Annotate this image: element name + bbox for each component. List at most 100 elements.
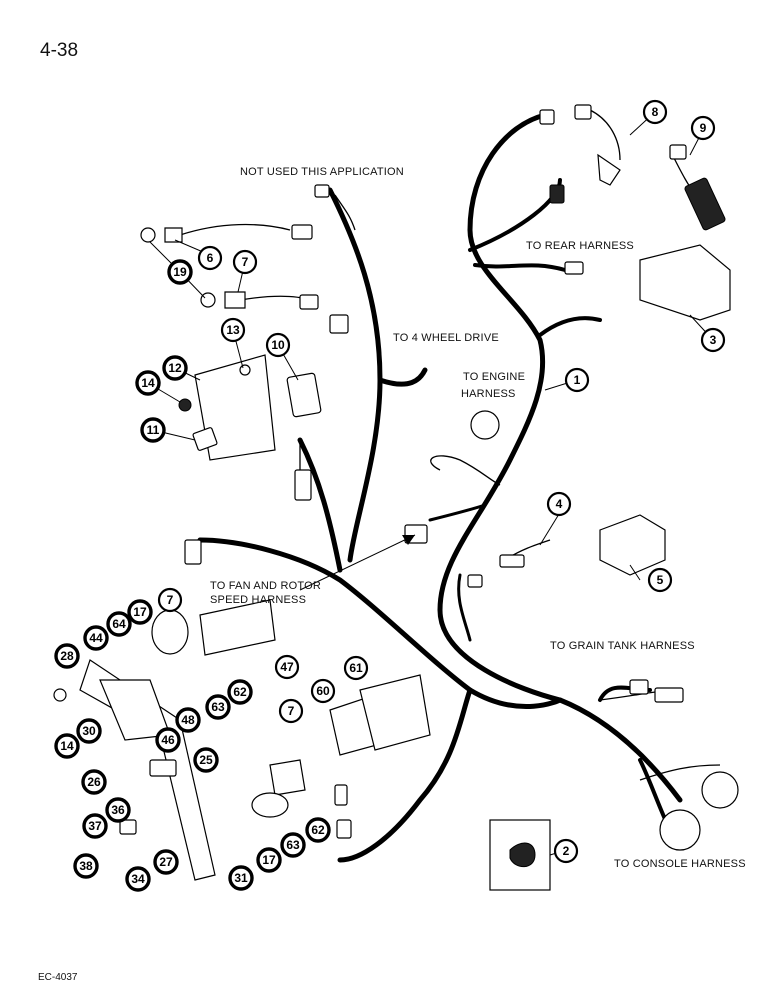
svg-text:44: 44 — [89, 631, 103, 645]
svg-text:2: 2 — [563, 844, 570, 858]
callout-3: 3 — [700, 327, 726, 353]
sensor-9 — [684, 177, 726, 231]
svg-text:7: 7 — [242, 255, 249, 269]
callout-37: 37 — [82, 813, 108, 839]
relay-stack-3 — [639, 244, 731, 321]
svg-text:28: 28 — [60, 649, 74, 663]
rear-connector-b — [574, 104, 592, 120]
svg-text:11: 11 — [147, 423, 160, 437]
callout-10: 10 — [265, 332, 291, 358]
label-to-fan-2: SPEED HARNESS — [210, 594, 307, 606]
callout-34: 34 — [125, 866, 151, 892]
switch-8 — [597, 153, 621, 186]
svg-text:13: 13 — [226, 323, 240, 337]
svg-text:62: 62 — [311, 823, 325, 837]
callout-7a: 7 — [232, 249, 258, 275]
callout-44: 44 — [83, 625, 109, 651]
svg-text:47: 47 — [280, 660, 294, 674]
callout-60: 60 — [310, 678, 336, 704]
plate-47 — [199, 599, 276, 656]
callout-31: 31 — [228, 865, 254, 891]
callout-30: 30 — [76, 718, 102, 744]
unused-connector — [314, 184, 330, 198]
callout-36: 36 — [105, 797, 131, 823]
callout-63b: 63 — [280, 832, 306, 858]
callout-17a: 17 — [127, 599, 153, 625]
rear-connector-a — [539, 109, 555, 125]
svg-text:19: 19 — [173, 265, 187, 279]
label-to-rear: TO REAR HARNESS — [526, 240, 634, 252]
callout-25: 25 — [193, 747, 219, 773]
label-not-used: NOT USED THIS APPLICATION — [240, 166, 404, 178]
svg-text:10: 10 — [271, 338, 285, 352]
callout-17b: 17 — [256, 847, 282, 873]
svg-text:30: 30 — [82, 724, 96, 738]
label-to-grain: TO GRAIN TANK HARNESS — [550, 640, 695, 652]
rear-harness-plug — [564, 261, 584, 275]
callout-62b: 62 — [305, 817, 331, 843]
svg-text:4: 4 — [556, 497, 563, 511]
label-to-console: TO CONSOLE HARNESS — [614, 858, 746, 870]
plate-61 — [359, 674, 431, 751]
callout-11: 11 — [140, 417, 166, 443]
svg-text:8: 8 — [652, 105, 659, 119]
svg-text:34: 34 — [131, 872, 145, 886]
grain-plug-b — [654, 687, 684, 703]
svg-text:61: 61 — [349, 661, 363, 675]
label-to-engine-1: TO ENGINE — [463, 371, 526, 383]
svg-text:27: 27 — [159, 855, 173, 869]
connector-4 — [499, 554, 525, 568]
svg-text:37: 37 — [88, 819, 102, 833]
svg-text:7: 7 — [167, 593, 174, 607]
callout-2: 2 — [553, 838, 579, 864]
page-number: 4-38 — [40, 40, 79, 61]
label-to-4wd: TO 4 WHEEL DRIVE — [393, 332, 499, 344]
callout-28: 28 — [54, 643, 80, 669]
callout-4: 4 — [546, 491, 572, 517]
svg-text:1: 1 — [574, 373, 581, 387]
svg-text:17: 17 — [262, 853, 276, 867]
engine-connector — [470, 410, 500, 440]
console-connector-a — [701, 771, 739, 809]
callout-46: 46 — [155, 727, 181, 753]
svg-text:63: 63 — [286, 838, 300, 852]
callout-38: 38 — [73, 853, 99, 879]
callout-48: 48 — [175, 707, 201, 733]
svg-text:6: 6 — [207, 251, 214, 265]
svg-text:5: 5 — [657, 573, 664, 587]
svg-text:38: 38 — [79, 859, 93, 873]
callout-7b: 7 — [157, 587, 183, 613]
callout-27: 27 — [153, 849, 179, 875]
callout-64: 64 — [106, 611, 132, 637]
callout-26: 26 — [81, 769, 107, 795]
svg-text:14: 14 — [60, 739, 74, 753]
svg-text:3: 3 — [710, 333, 717, 347]
callout-8: 8 — [642, 99, 668, 125]
callout-61: 61 — [343, 655, 369, 681]
svg-text:26: 26 — [87, 775, 101, 789]
svg-text:12: 12 — [168, 361, 182, 375]
callout-62a: 62 — [227, 679, 253, 705]
svg-text:7: 7 — [288, 704, 295, 718]
svg-text:31: 31 — [234, 871, 248, 885]
console-connector-b — [659, 809, 701, 851]
callout-14a: 14 — [135, 370, 161, 396]
svg-text:9: 9 — [700, 121, 707, 135]
grain-junction — [467, 574, 483, 588]
svg-text:48: 48 — [181, 713, 195, 727]
svg-text:17: 17 — [133, 605, 147, 619]
callout-1: 1 — [564, 367, 590, 393]
callout-14b: 14 — [54, 733, 80, 759]
svg-text:14: 14 — [141, 376, 155, 390]
svg-text:64: 64 — [112, 617, 126, 631]
grain-plug-a — [629, 679, 649, 695]
callout-19: 19 — [167, 259, 193, 285]
svg-text:63: 63 — [211, 700, 225, 714]
rear-plug — [549, 184, 565, 204]
callout-5: 5 — [647, 567, 673, 593]
callout-7c: 7 — [278, 698, 304, 724]
svg-text:62: 62 — [233, 685, 247, 699]
callout-6: 6 — [197, 245, 223, 271]
valve-5 — [599, 514, 666, 576]
